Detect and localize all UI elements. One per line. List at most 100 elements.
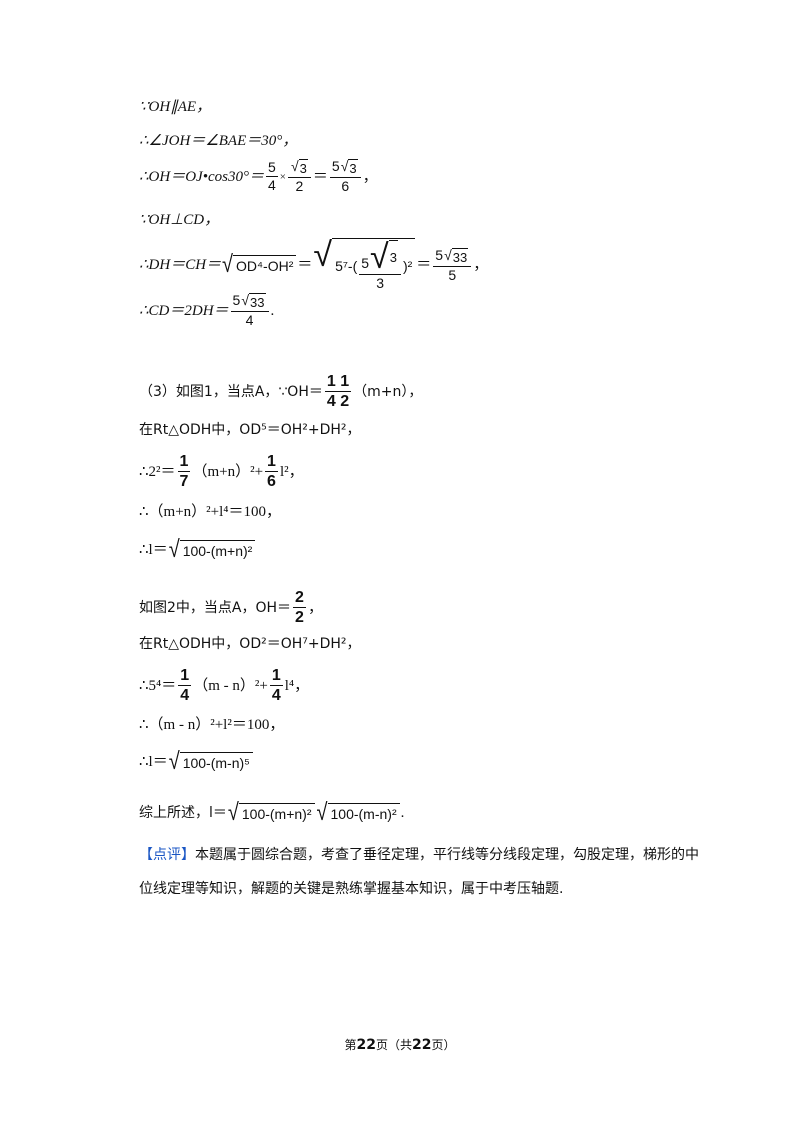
numerator: 5√3 xyxy=(359,240,401,275)
line-rt-odh-1: 在Rt△ODH中，OD⁵＝OH²+DH²， xyxy=(139,421,361,439)
sqrt: √3 xyxy=(340,158,358,176)
denominator: 2 xyxy=(295,609,304,626)
denominator: 3 xyxy=(376,275,384,291)
numerator: 1 xyxy=(269,667,283,686)
numerator: 5√3 xyxy=(329,158,361,178)
text: （3）如图1，当点A，∵OH＝ xyxy=(139,383,323,400)
radicand: OD⁴-OH² xyxy=(233,255,297,275)
denominator: 4 xyxy=(271,687,281,704)
text: ∴5⁴＝ xyxy=(139,677,177,694)
fraction: 5 4 xyxy=(265,159,278,194)
radicand: 33 xyxy=(249,293,266,310)
line-rt-odh-2: 在Rt△ODH中，OD²＝OH⁷+DH²， xyxy=(139,635,361,653)
page-number: 22 xyxy=(356,1037,376,1053)
numerator: 5 xyxy=(265,159,278,177)
sqrt: √33 xyxy=(241,292,266,310)
denominator: 6 xyxy=(341,178,350,194)
radicand: 100-(m+n)² xyxy=(238,803,315,823)
radicand: 3 xyxy=(348,159,358,176)
denominator: 5 xyxy=(448,266,457,283)
text: ∵OH⊥CD， xyxy=(139,212,220,228)
equals: ＝ xyxy=(416,257,432,273)
line-oh-parallel-ae: ∵OH∥AE， xyxy=(139,98,211,116)
text: ， xyxy=(307,599,323,616)
fraction: 1 4 xyxy=(178,666,192,705)
line-oh-value: ∴OH＝OJ•cos30°＝ 5 4 × √3 2 ＝ 5√3 6 ， xyxy=(139,158,378,195)
line-l-value-1: ∴l＝ √100-(m+n)² xyxy=(139,538,256,562)
denominator: 2 xyxy=(295,178,304,194)
page-footer: 第22页（共22页） xyxy=(0,1036,800,1053)
fraction: 1 6 xyxy=(265,452,278,491)
radicand-part: 5⁷-( xyxy=(335,258,358,274)
line-eq-2: ∴（m+n）²+l⁴＝100， xyxy=(139,503,281,521)
text: （m+n）²+ xyxy=(192,463,264,480)
text: ∴（m+n）²+l⁴＝100， xyxy=(139,504,282,520)
denominator: 4 xyxy=(245,312,254,328)
sqrt: √100-(m-n)² xyxy=(317,801,400,825)
text: ∴CD＝2DH＝ xyxy=(139,302,229,319)
comment-tag: 【点评】 xyxy=(139,847,195,863)
fraction: √3 2 xyxy=(287,158,311,195)
denominator: 4 xyxy=(180,687,190,704)
text: 在Rt△ODH中，OD²＝OH⁷+DH²， xyxy=(139,636,361,652)
coefficient: 5 xyxy=(435,246,444,263)
numerator: 1 xyxy=(178,667,192,686)
fraction: 1 4 xyxy=(269,666,283,705)
radicand: 100-(m+n)² xyxy=(179,540,256,560)
sqrt: √100-(m+n)² xyxy=(228,801,315,825)
line-figure2: 如图2中，当点A，OH＝ 2 2 ， xyxy=(139,588,323,627)
sqrt: √ 5⁷-( 5√3 3 )² xyxy=(313,238,416,292)
numerator: 1 xyxy=(177,453,191,472)
fraction: 1 1 4 2 xyxy=(324,372,352,411)
fraction: 2 2 xyxy=(293,588,306,627)
times-sign: × xyxy=(279,170,286,183)
text: 在Rt△ODH中，OD⁵＝OH²+DH²， xyxy=(139,422,361,438)
radicand: 33 xyxy=(451,247,469,265)
sqrt: √3 xyxy=(290,158,308,176)
line-l-value-2: ∴l＝ √100-(m-n)⁵ xyxy=(139,750,254,774)
total-pages: 22 xyxy=(412,1037,432,1053)
text: ， xyxy=(362,168,378,185)
comment-text: 位线定理等知识，解题的关键是熟练掌握基本知识，属于中考压轴题. xyxy=(139,881,564,897)
comment-text: 本题属于圆综合题，考查了垂径定理，平行线等分线段定理，勾股定理，梯形的中 xyxy=(195,847,699,863)
text: . xyxy=(400,805,405,821)
equals: ＝ xyxy=(297,257,313,273)
numerator: 5√33 xyxy=(230,292,269,312)
line-summary: 综上所述，l＝ √100-(m+n)² √100-(m-n)² . xyxy=(139,801,405,825)
comment-line-1: 【点评】 本题属于圆综合题，考查了垂径定理，平行线等分线段定理，勾股定理，梯形的… xyxy=(139,846,699,864)
radicand: 100-(m-n)² xyxy=(327,803,400,823)
radicand-part: )² xyxy=(402,258,413,274)
text: ∴∠JOH＝∠BAE＝30°， xyxy=(139,133,298,149)
text: ∴2²＝ xyxy=(139,463,176,480)
footer-text: 第 xyxy=(344,1038,357,1052)
sqrt: √3 xyxy=(370,238,398,276)
denominator: 6 xyxy=(267,473,276,490)
comment-line-2: 位线定理等知识，解题的关键是熟练掌握基本知识，属于中考压轴题. xyxy=(139,880,563,898)
text: ∴OH＝OJ•cos30°＝ xyxy=(139,168,264,185)
numerator: 1 xyxy=(265,453,278,472)
fraction: 1 7 xyxy=(177,452,191,491)
line-oh-perp-cd: ∵OH⊥CD， xyxy=(139,211,219,229)
text: 综上所述，l＝ xyxy=(139,805,227,821)
text: （m+n）， xyxy=(353,383,423,400)
text: ， xyxy=(473,257,489,273)
footer-text: 页（共 xyxy=(375,1038,412,1052)
coefficient: 5 xyxy=(331,158,340,174)
fraction: 5√3 3 xyxy=(359,240,401,292)
line-eq-4: ∴（m - n）²+l²＝100， xyxy=(139,716,284,734)
text: ∴l＝ xyxy=(139,754,168,770)
radicand: 3 xyxy=(298,159,308,176)
line-eq-3: ∴5⁴＝ 1 4 （m - n）²+ 1 4 l⁴， xyxy=(139,666,309,705)
line-angle-equal: ∴∠JOH＝∠BAE＝30°， xyxy=(139,132,297,150)
line-cd-value: ∴CD＝2DH＝ 5√33 4 . xyxy=(139,292,274,329)
fraction: 5√33 4 xyxy=(230,292,269,329)
text: l⁴， xyxy=(284,677,310,694)
numerator: 2 xyxy=(293,589,306,608)
line-part3-start: （3）如图1，当点A，∵OH＝ 1 1 4 2 （m+n）， xyxy=(139,372,422,411)
radicand: 100-(m-n)⁵ xyxy=(179,752,253,772)
line-dh-value: ∴DH＝CH＝ √OD⁴-OH² ＝ √ 5⁷-( 5√3 3 )² ＝ 5√3… xyxy=(139,238,488,292)
fraction: 5√33 5 xyxy=(433,246,472,284)
denominator: 4 2 xyxy=(326,393,350,410)
numerator: √3 xyxy=(287,158,311,178)
text: ∴DH＝CH＝ xyxy=(139,257,222,273)
